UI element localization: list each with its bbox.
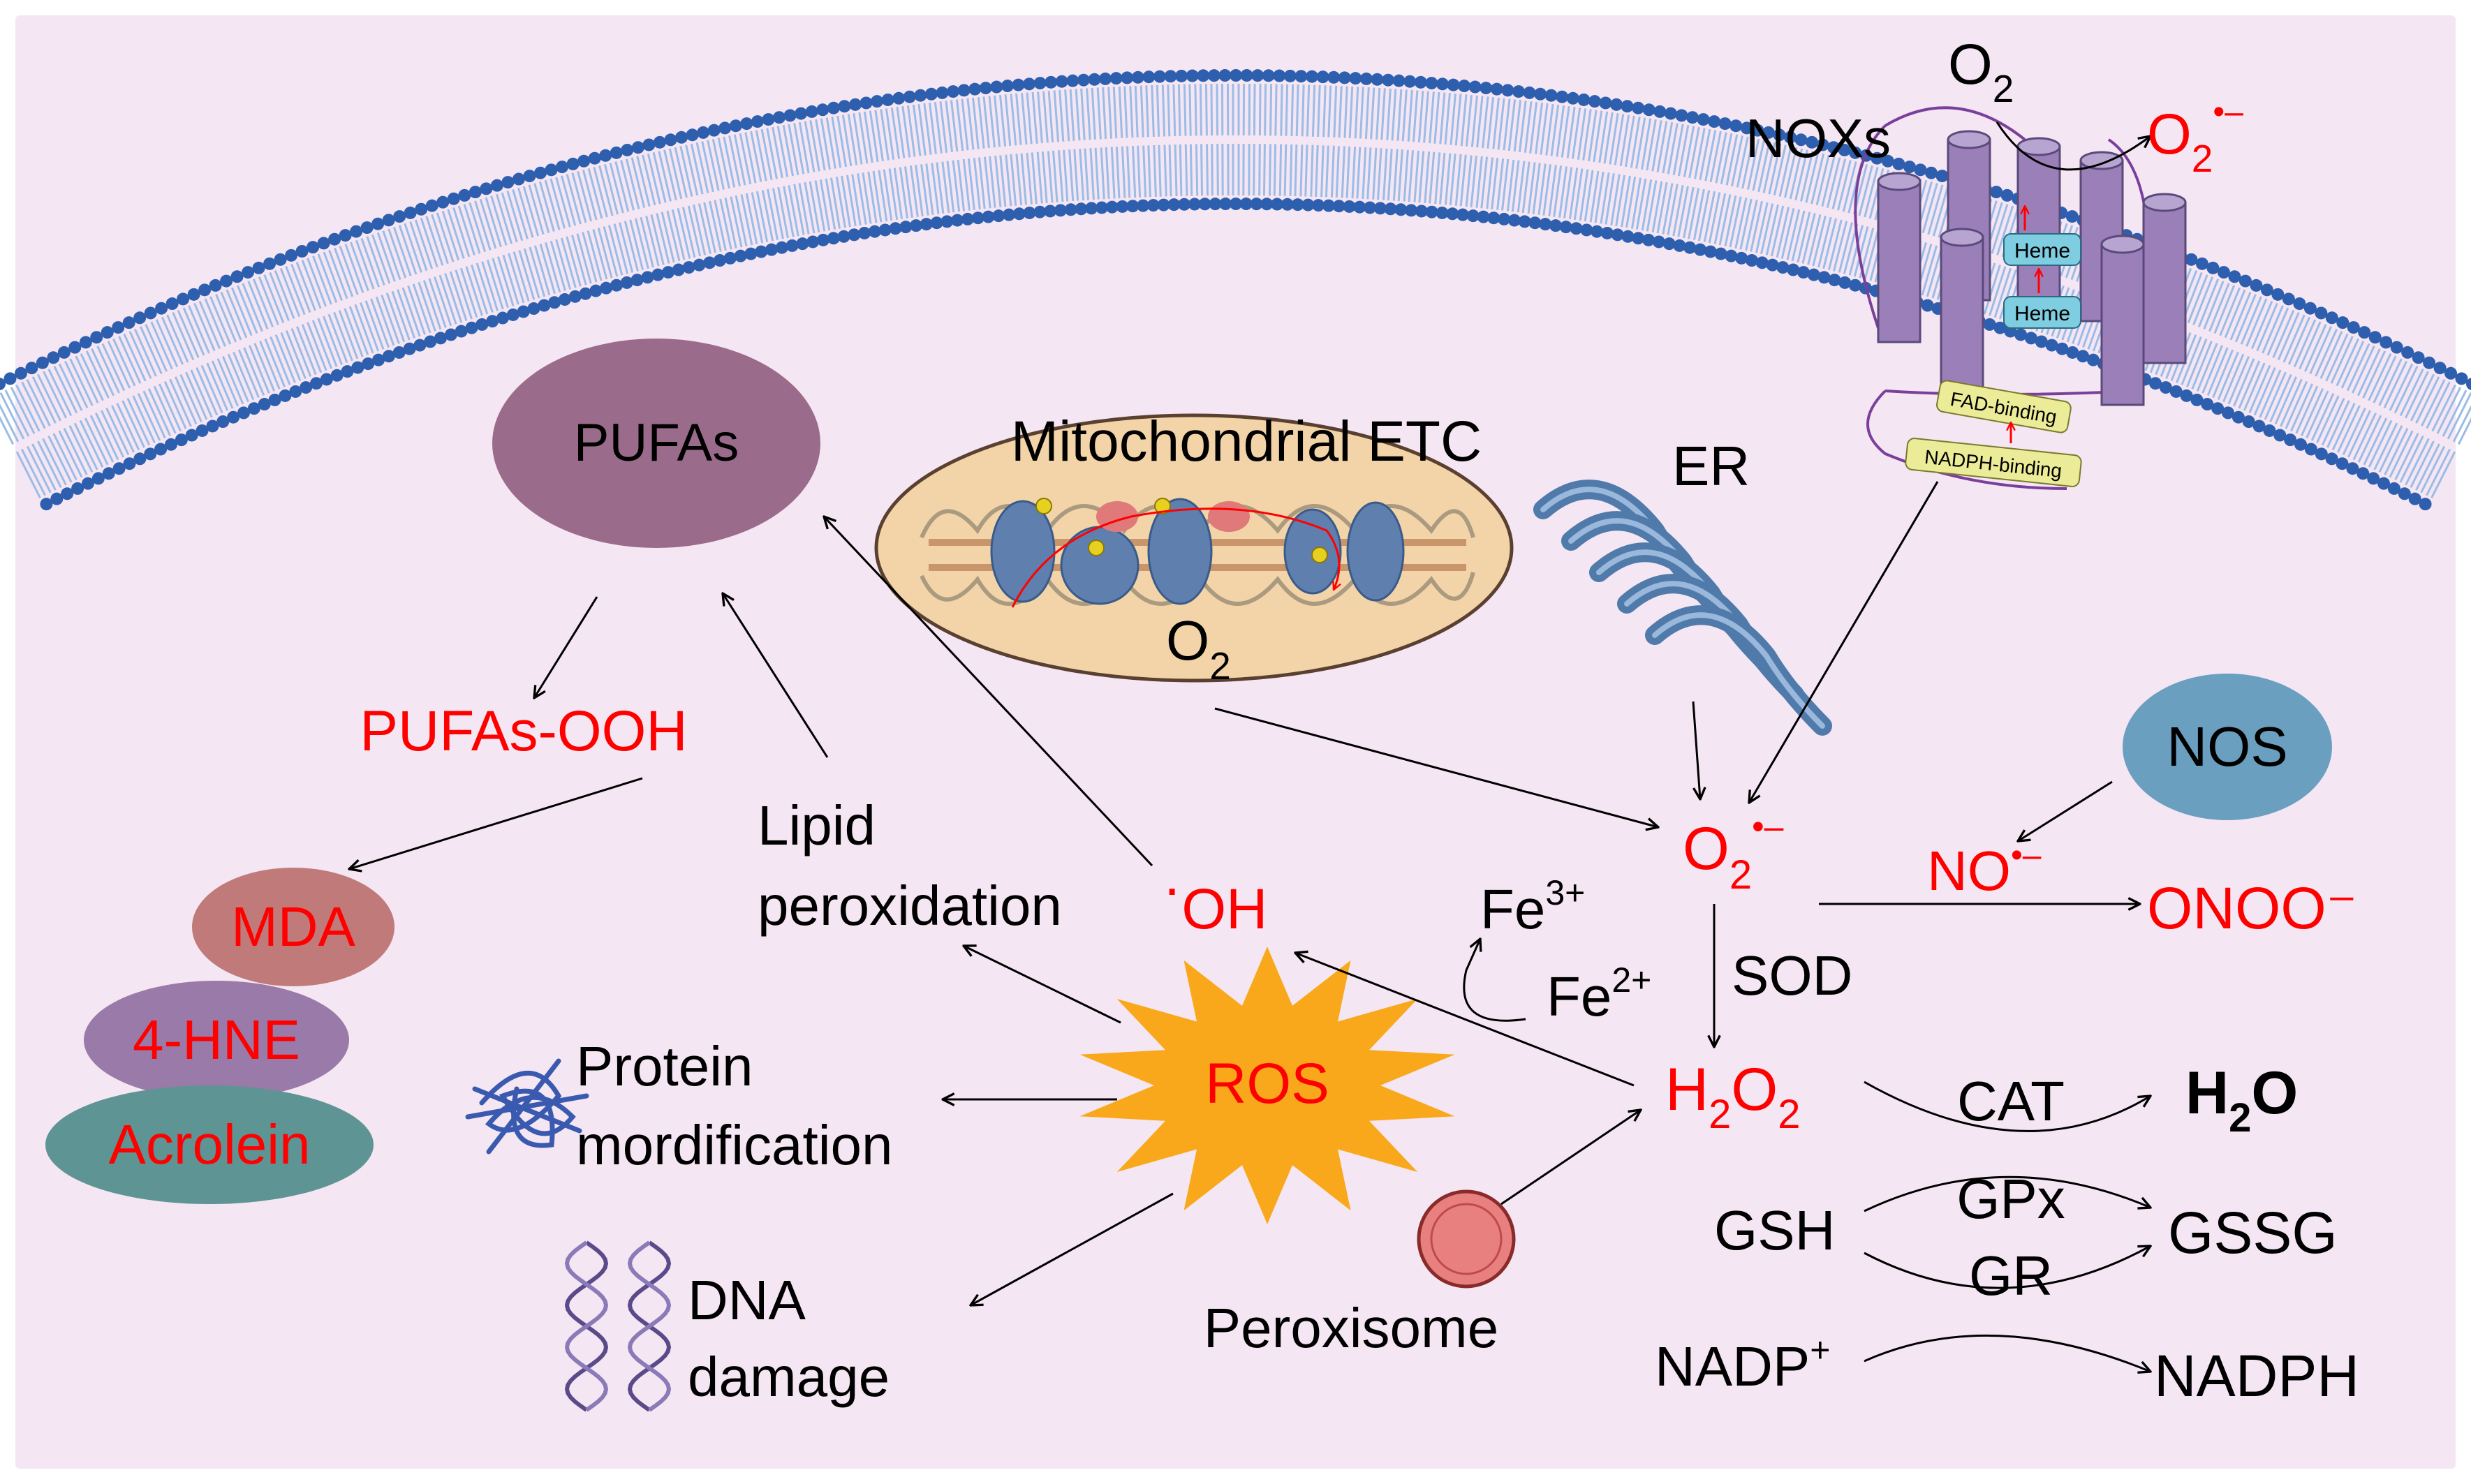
dna-label-1: DNA <box>688 1269 806 1331</box>
mito-etc-label: Mitochondrial ETC <box>1011 410 1482 473</box>
arrows <box>349 121 2151 1372</box>
fe2-label: Fe2+ <box>1547 960 1651 1027</box>
er-label: ER <box>1672 435 1750 497</box>
pufas-node <box>492 339 820 548</box>
h2o-label: H2O <box>2185 1060 2298 1141</box>
protein-scribble-icon <box>465 1058 589 1155</box>
protein-label-2: mordification <box>576 1114 893 1176</box>
nadph-label: NADPH <box>2154 1343 2359 1409</box>
dna-label-2: damage <box>688 1346 890 1408</box>
mitochondrion <box>874 413 1514 683</box>
gpx-label: GPx <box>1956 1168 2065 1230</box>
pufas-ooh-label: PUFAs-OOH <box>360 699 687 763</box>
mda-label: MDA <box>231 896 355 958</box>
heme-2-label: Heme <box>2014 302 2070 325</box>
h2o2-label: H2O2 <box>1665 1056 1801 1137</box>
ros-label: ROS <box>1205 1052 1329 1115</box>
protein-label-1: Protein <box>576 1035 753 1097</box>
onoo-label: ONOO⁻ <box>2147 875 2357 941</box>
acrolein-label: Acrolein <box>108 1113 310 1175</box>
fad-binding-box <box>1936 380 2072 433</box>
noxs-label: NOXs <box>1746 107 1891 169</box>
fe3-label: Fe3+ <box>1480 873 1585 940</box>
nox-complex <box>1854 106 2187 490</box>
nadph-binding-box <box>1905 438 2082 487</box>
ros-star <box>1079 947 1455 1224</box>
sod-label: SOD <box>1732 944 1852 1007</box>
hne-label: 4-HNE <box>133 1009 300 1071</box>
o2-radical-top-label: O2•– <box>2147 94 2243 180</box>
hne-node <box>84 981 349 1099</box>
acrolein-node <box>45 1085 374 1204</box>
no-radical-label: NO•– <box>1927 837 2042 902</box>
peroxisome-label: Peroxisome <box>1204 1297 1498 1359</box>
gssg-label: GSSG <box>2168 1200 2338 1266</box>
lipid-label-2: peroxidation <box>758 875 1062 937</box>
gsh-label: GSH <box>1714 1199 1835 1261</box>
heme-box-2 <box>2003 296 2081 329</box>
peroxisome-icon <box>1417 1189 1516 1289</box>
nos-node <box>2123 674 2332 820</box>
lipid-label-1: Lipid <box>758 794 876 856</box>
o2-mito-label: O2 <box>1166 609 1231 688</box>
o2-top-label: O2 <box>1948 33 2014 110</box>
nadp-label: NADP+ <box>1655 1330 1830 1397</box>
cat-label: CAT <box>1957 1070 2065 1132</box>
gr-label: GR <box>1969 1245 2053 1307</box>
endoplasmic-reticulum-icon <box>1533 480 1832 736</box>
heme-1-label: Heme <box>2014 239 2070 262</box>
oh-radical-label: ·OH <box>1163 856 1267 941</box>
heme-box-1 <box>2003 233 2081 266</box>
mda-node <box>192 868 394 986</box>
o2-radical-label: O2•– <box>1683 807 1784 898</box>
dna-helix-icon <box>564 1240 672 1412</box>
nos-label: NOS <box>2167 715 2287 778</box>
pufas-label: PUFAs <box>574 413 739 473</box>
